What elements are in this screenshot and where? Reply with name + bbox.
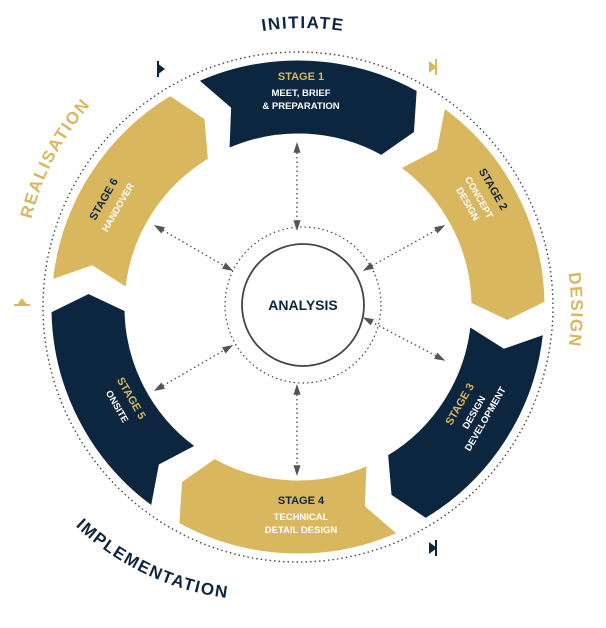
stage-3-segment	[385, 323, 547, 522]
arrowhead	[434, 352, 446, 361]
stage-5-segment	[48, 290, 199, 510]
stage-1-segment	[195, 57, 420, 159]
analysis-label: ANALYSIS	[268, 297, 338, 313]
marker-top-right	[429, 59, 437, 75]
outer-dotted-ring	[42, 51, 554, 563]
arrowhead	[293, 465, 301, 476]
stage-4-title: STAGE 4	[278, 495, 325, 507]
stage-4-label: STAGE 4 TECHNICAL DETAIL DESIGN	[265, 495, 338, 536]
arrowhead	[222, 345, 234, 354]
connector-arrows	[153, 142, 446, 476]
arrowhead	[362, 262, 374, 271]
stage-4-segment	[176, 455, 401, 557]
arrowhead	[222, 262, 234, 271]
arrowhead	[434, 225, 446, 234]
analysis-circle	[241, 243, 365, 367]
stage-4-line-1: TECHNICAL	[274, 512, 329, 523]
marker-bottom-right	[429, 540, 437, 556]
stage-1-title: STAGE 1	[278, 71, 324, 83]
phase-label-design: DESIGN	[565, 271, 587, 348]
arrowhead	[153, 382, 165, 391]
connector-line-6	[158, 227, 229, 269]
marker-left	[14, 298, 30, 306]
stage-4-line-2: DETAIL DESIGN	[265, 525, 338, 536]
stage-1-line-1: MEET, BRIEF	[271, 88, 330, 99]
arrowhead	[293, 384, 301, 395]
connector-line-2	[367, 227, 441, 269]
connector-line-5	[158, 347, 229, 389]
stage-1-line-2: & PREPARATION	[262, 101, 339, 112]
phase-label-initiate: INITIATE	[260, 13, 345, 35]
stage-segments	[48, 57, 548, 557]
stage-1-label: STAGE 1 MEET, BRIEF & PREPARATION	[262, 71, 339, 112]
arrowhead	[293, 220, 301, 231]
stage-6-segment	[49, 92, 211, 291]
arrowhead	[362, 317, 374, 326]
arrowhead	[293, 142, 301, 153]
stage-2-segment	[397, 104, 548, 324]
marker-top-left	[157, 61, 165, 77]
inner-dotted-ring	[224, 226, 382, 384]
arrowhead	[153, 225, 165, 234]
ring-markers	[14, 59, 437, 556]
connector-line-3	[367, 319, 441, 359]
